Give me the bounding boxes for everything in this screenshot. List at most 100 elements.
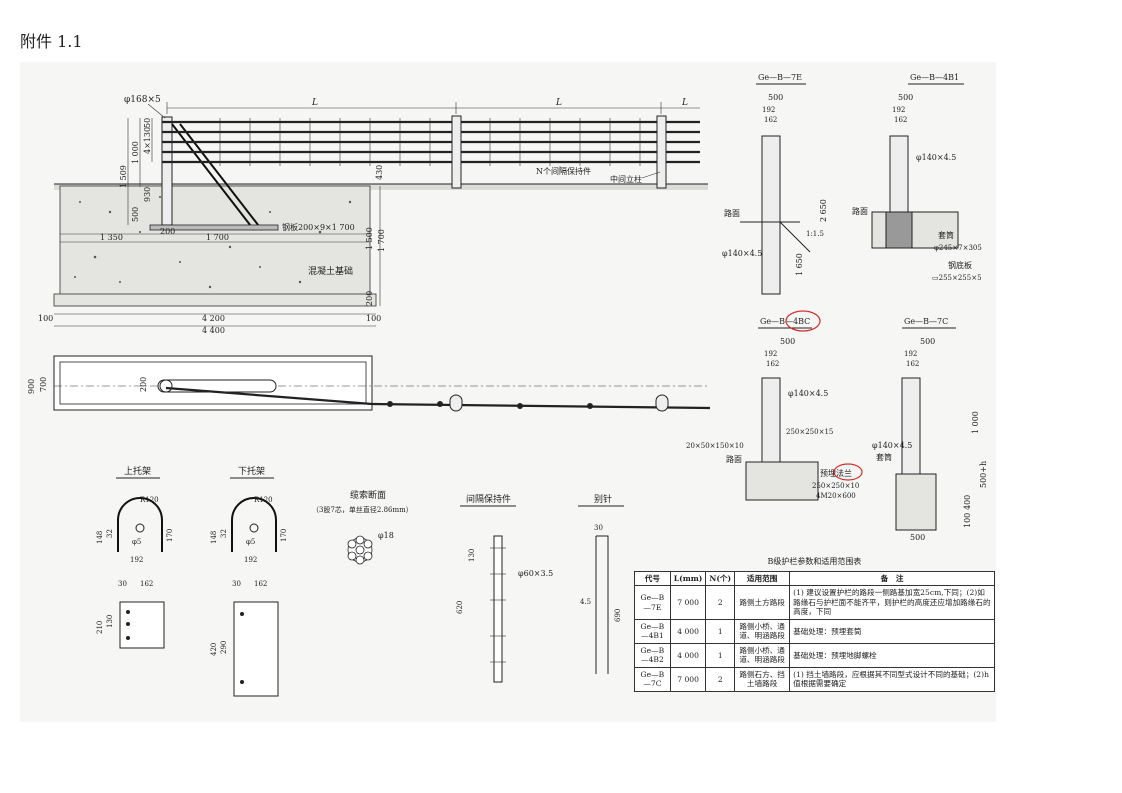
table-row: Ge—B—4B1 4 000 1 路侧小桥、通道、明涵路段 基础处理：预埋套筒	[634, 618, 995, 644]
post-7e-2650: 2 650	[819, 199, 828, 222]
post-4bc-flange: 250×250×15	[786, 428, 833, 436]
post-4bc-label: Ge—B—4BC	[760, 317, 810, 326]
dim-930: 930	[143, 187, 152, 202]
post-4b1-162: 162	[894, 116, 907, 124]
post-4bc-192: 192	[764, 350, 777, 358]
cell-code: Ge—B—4B1	[634, 618, 671, 644]
post-ge-b-4bc: Ge—B—4BC 500 192 162 φ140×4.5 250×250×15…	[686, 310, 863, 501]
dim-100-right: 100	[366, 314, 381, 323]
cell-count: 1	[705, 618, 736, 644]
col-scope: 适用范围	[734, 570, 791, 587]
lower-dim-148: 148	[210, 531, 218, 544]
post-4b1-base: 钢底板	[948, 260, 972, 270]
foundation-plan: 900 700 200	[27, 355, 711, 412]
post-4b1-sleeve: 套筒	[938, 230, 954, 240]
dim-right-200: 200	[365, 291, 374, 306]
lower-dim-30: 30	[232, 580, 241, 588]
cell-code: Ge—B—4B2	[634, 642, 671, 668]
post-4bc-500: 500	[780, 337, 795, 346]
upper-dim-130: 130	[106, 615, 114, 628]
cable-section-title: 缆索断面	[350, 489, 386, 501]
dim-4200: 4 200	[202, 314, 225, 323]
post-7e-label: Ge—B—7E	[758, 73, 802, 82]
cable-dia: φ18	[378, 531, 394, 540]
guardrail-elevation: L L L φ168×5 1 509 1 000 4×130 50 930 50…	[38, 95, 708, 335]
post-4b1-192: 192	[892, 106, 905, 114]
post-ge-b-7c: Ge—B—7C 500 192 162 φ140×4.5 套筒 1 000 50…	[872, 317, 988, 542]
lower-dim-162: 162	[254, 580, 267, 588]
col-notes: 备 注	[789, 570, 995, 587]
cell-length: 4 000	[669, 642, 707, 668]
pipe-label: φ168×5	[124, 95, 161, 105]
dim-right-1500: 1 500	[365, 227, 374, 250]
cell-scope: 路侧小桥、通道、明涵路段	[734, 642, 791, 668]
pin-dim-690: 690	[614, 609, 622, 622]
cell-notes: 基础处理：预埋套筒	[789, 618, 995, 644]
pin-dim-30: 30	[594, 524, 603, 532]
spacer-dim-130: 130	[468, 549, 476, 562]
post-4bc-road: 路面	[726, 454, 742, 464]
dim-right-1700: 1 700	[377, 229, 386, 252]
lower-bracket-detail: 下托架 R120 φ5 192 170 148 32 30 162 420 29…	[210, 465, 288, 697]
cable-section-detail: 缆索断面 （3股7芯，单丝直径2.86mm） φ18	[312, 489, 413, 565]
post-4bc-embedded: 预埋法兰	[820, 468, 852, 478]
lower-phi5: φ5	[246, 538, 255, 546]
drawing-sheet: L L L φ168×5 1 509 1 000 4×130 50 930 50…	[20, 62, 996, 722]
plan-dim-700: 700	[39, 377, 48, 392]
table-header-row: 代号 L(mm) N(个) 适用范围 备 注	[634, 570, 995, 587]
span-label-2: L	[555, 98, 562, 108]
parameters-table: 代号 L(mm) N(个) 适用范围 备 注 Ge—B—7E 7 000 2 路…	[634, 570, 995, 692]
upper-dim-170: 170	[166, 529, 174, 542]
dim-50: 50	[143, 118, 152, 128]
post-7c-100: 100	[963, 513, 972, 528]
upper-bracket-title: 上托架	[124, 465, 151, 477]
pin-dim-45: 4.5	[580, 598, 591, 606]
spacer-callout: N个间隔保持件	[536, 166, 591, 176]
pin-detail: 别针 30 4.5 690	[578, 493, 624, 674]
post-7e-500: 500	[768, 93, 783, 102]
post-4b1-road: 路面	[852, 206, 868, 216]
cell-scope: 路侧土方路段	[734, 585, 791, 620]
post-7c-label: Ge—B—7C	[904, 317, 948, 326]
concrete-texture	[74, 196, 352, 289]
lower-dim-420: 420	[210, 643, 218, 656]
cell-count: 2	[705, 666, 736, 692]
lower-dim-32: 32	[220, 529, 228, 538]
post-7e-162: 162	[764, 116, 777, 124]
post-ge-b-4b1: Ge—B—4B1 500 192 162 φ140×4.5 路面 套筒 φ245…	[852, 73, 982, 282]
cell-length: 7 000	[669, 666, 707, 692]
plan-dim-900: 900	[27, 379, 36, 394]
page-header: 附件 1.1	[20, 32, 83, 51]
col-code: 代号	[634, 570, 671, 587]
post-7e-slope: 1:1.5	[806, 230, 824, 238]
cell-notes: 基础处理：预埋地脚螺栓	[789, 642, 995, 668]
post-7c-sleeve: 套筒	[876, 452, 892, 462]
post-4b1-pipe: φ140×4.5	[916, 153, 956, 162]
dim-4x130: 4×130	[143, 127, 152, 154]
table-title: B级护栏参数和适用范围表	[767, 557, 862, 566]
dim-430: 430	[375, 165, 384, 180]
cell-length: 7 000	[669, 585, 707, 620]
cell-notes: (1) 建议设置护栏的路段一侧路基加宽25cm,下同；(2)如路缘石与护栏面不能…	[789, 585, 995, 620]
upper-bracket-detail: 上托架 R120 φ5 192 170 148 32 30 162 210 13…	[96, 465, 174, 649]
lower-dim-290: 290	[220, 641, 228, 654]
concrete-label: 混凝土基础	[308, 265, 353, 277]
table-row: Ge—B—7E 7 000 2 路侧土方路段 (1) 建议设置护栏的路段一侧路基…	[634, 585, 995, 620]
lower-r120: R120	[254, 496, 273, 504]
post-4bc-anchor: 4M20×600	[816, 492, 856, 500]
post-7c-pipe: φ140×4.5	[872, 441, 912, 450]
post-4bc-pipe: φ140×4.5	[788, 389, 828, 398]
spacer-detail: 间隔保持件 φ60×3.5 620 130	[456, 493, 553, 683]
cell-count: 1	[705, 642, 736, 668]
span-label-3: L	[681, 98, 688, 108]
upper-dim-162: 162	[140, 580, 153, 588]
cell-code: Ge—B—7E	[634, 585, 671, 620]
post-4b1-base-size: ▭255×255×5	[932, 274, 982, 282]
post-4bc-162: 162	[766, 360, 779, 368]
upper-phi5: φ5	[132, 538, 141, 546]
post-7c-500: 500	[920, 337, 935, 346]
cell-code: Ge—B—7C	[634, 666, 671, 692]
dim-1700: 1 700	[206, 233, 229, 242]
pin-title: 别针	[594, 493, 612, 505]
span-label-1: L	[311, 98, 318, 108]
